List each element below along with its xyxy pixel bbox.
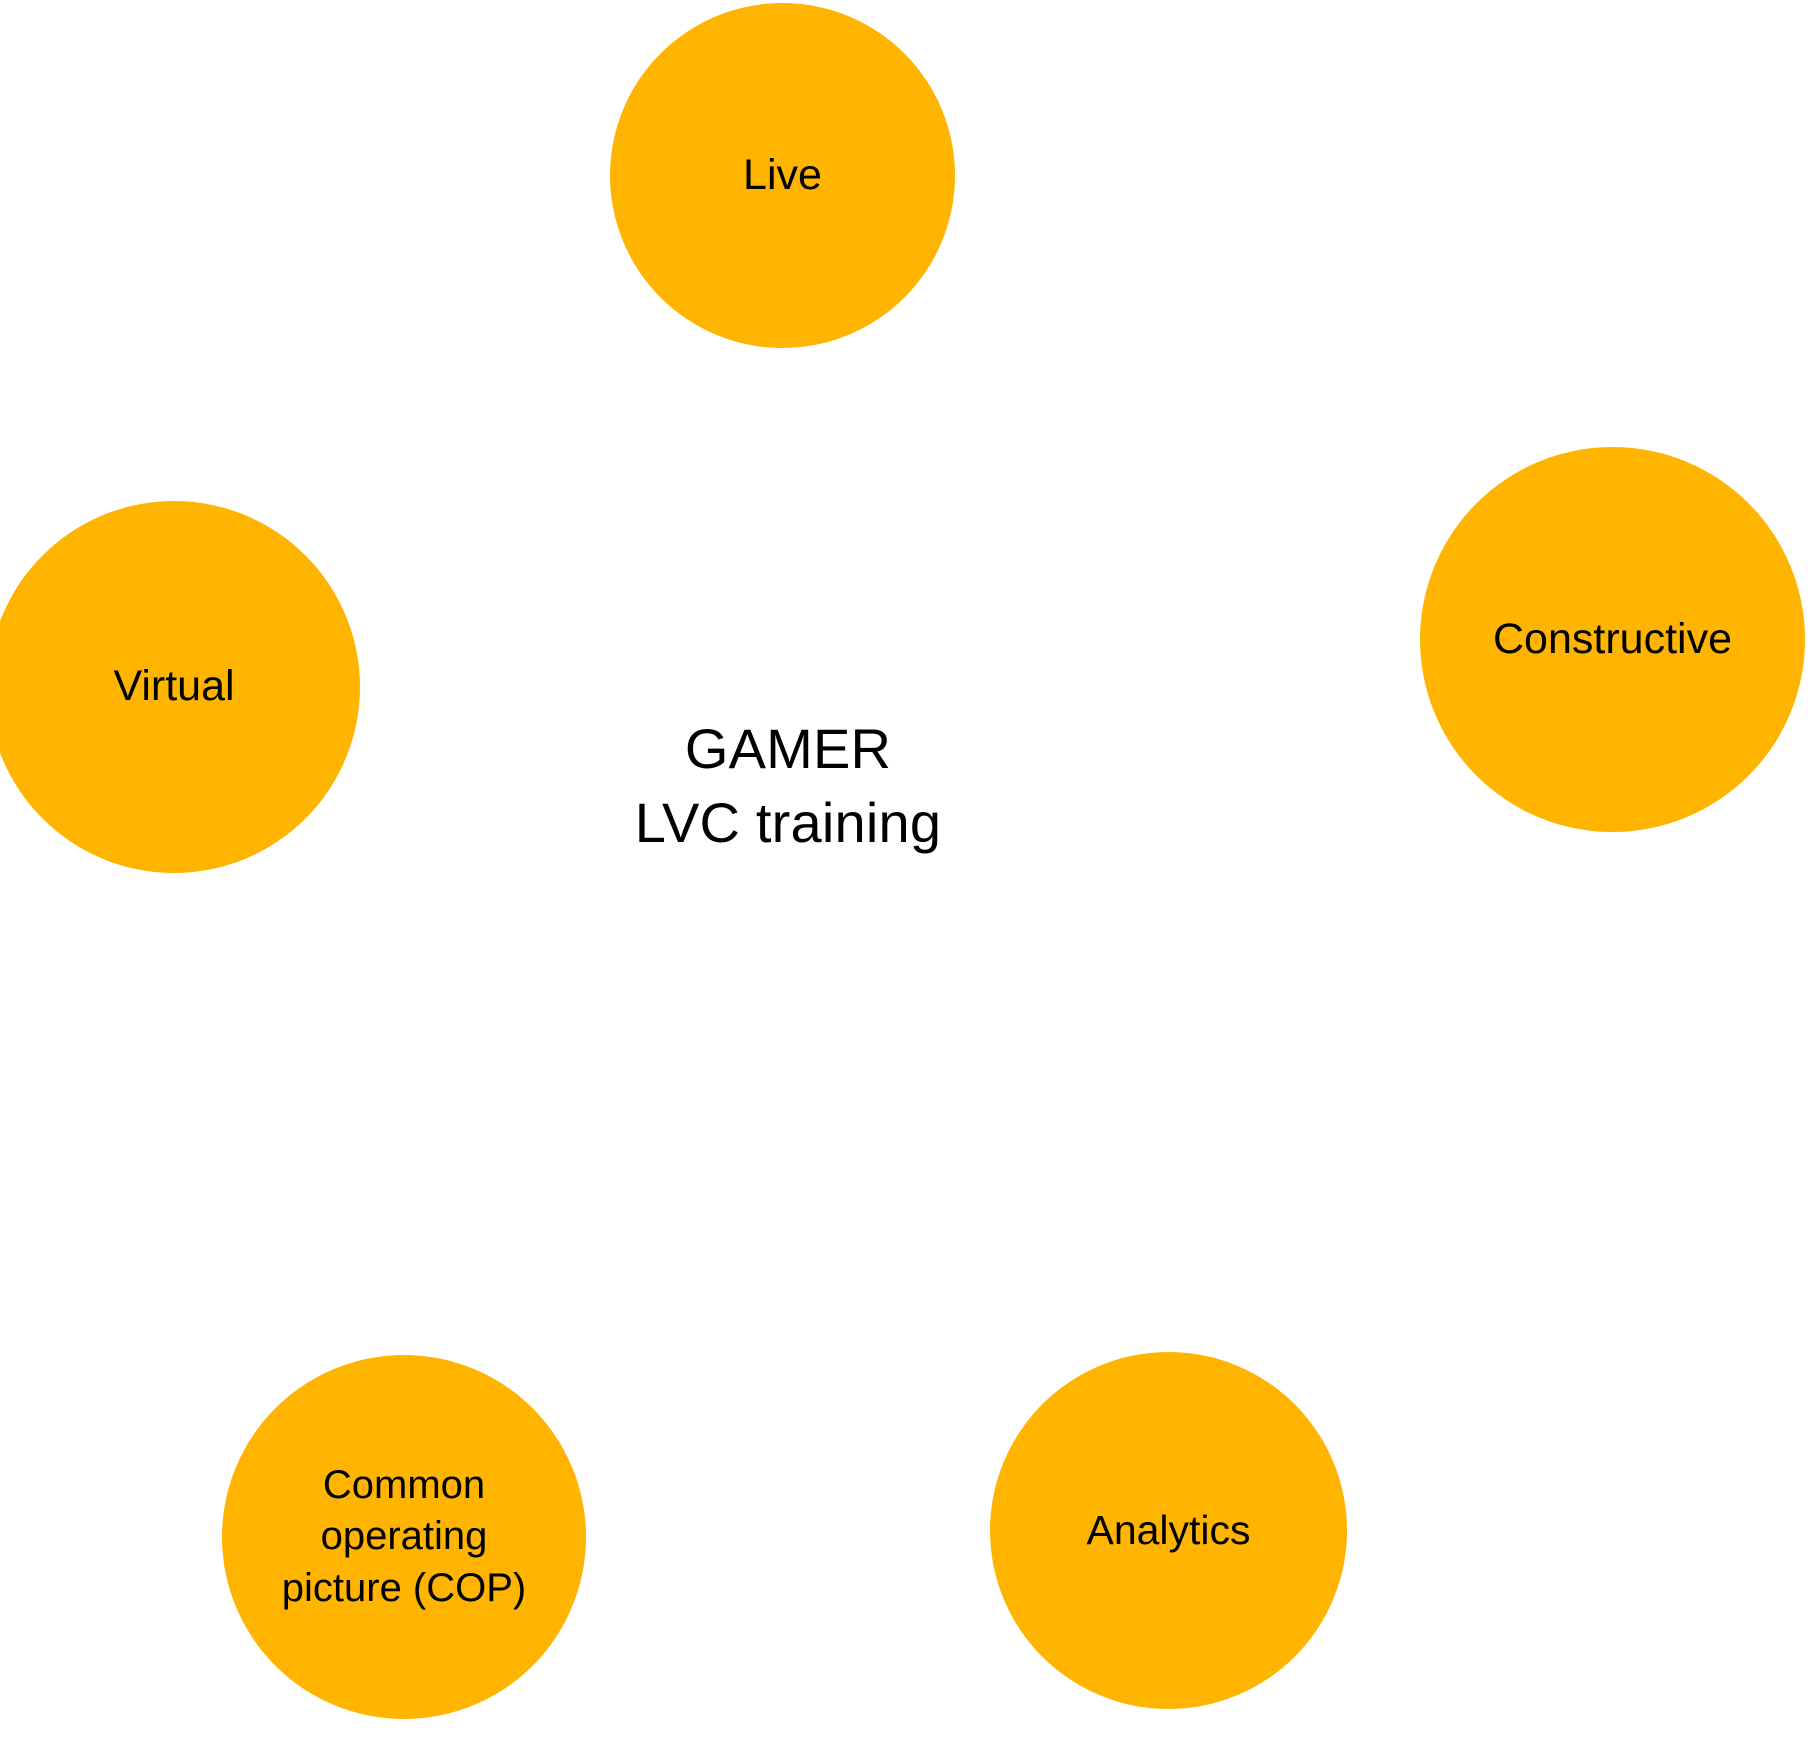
node-virtual-label: Virtual	[113, 662, 235, 711]
node-analytics-label: Analytics	[1086, 1506, 1251, 1553]
hub-title-line-1: GAMER	[684, 717, 892, 780]
center-hub-title: GAMER LVC training	[0, 712, 1576, 860]
node-live-label: Live	[743, 150, 822, 199]
node-live[interactable]: Live	[610, 3, 955, 348]
node-common-operating-picture[interactable]: Common operating picture (COP)	[222, 1355, 586, 1719]
hub-title-line-2: LVC training	[634, 790, 942, 854]
node-constructive-label: Constructive	[1493, 614, 1732, 663]
node-constructive[interactable]: Constructive	[1420, 447, 1805, 832]
node-common-operating-picture-label: Common operating picture (COP)	[281, 1463, 527, 1610]
node-analytics[interactable]: Analytics	[990, 1352, 1347, 1709]
node-virtual[interactable]: Virtual	[0, 501, 360, 873]
